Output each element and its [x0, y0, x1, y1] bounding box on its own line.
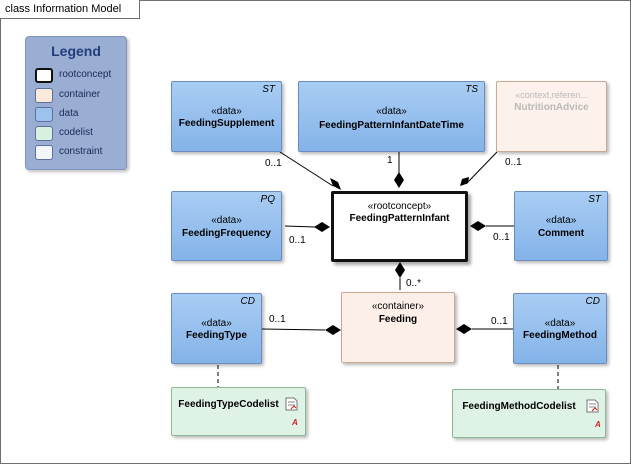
- legend: Legend rootconcept container data codeli…: [25, 36, 127, 170]
- stereotype-label: «data»: [544, 318, 576, 329]
- class-feeding-method-codelist[interactable]: FeedingMethodCodelist A: [452, 389, 606, 438]
- composition-diamond-supplement: [330, 178, 341, 190]
- class-feeding-type-codelist[interactable]: FeedingTypeCodelist A: [171, 387, 306, 436]
- class-name: FeedingPatternInfant: [349, 213, 450, 224]
- stereotype-label: «rootconcept»: [367, 201, 432, 212]
- composition-diamond-type: [325, 325, 341, 335]
- composition-diamond-datetime: [394, 172, 404, 188]
- class-feeding-pattern-infant-datetime[interactable]: TS «data» FeedingPatternInfantDateTime: [298, 81, 485, 152]
- abstract-marker: A: [292, 418, 298, 427]
- class-feeding-frequency[interactable]: PQ «data» FeedingFrequency: [171, 191, 282, 261]
- stereotype-label: «context,referen...: [515, 90, 588, 100]
- association-type: [261, 328, 326, 331]
- class-name: FeedingMethodCodelist: [462, 401, 576, 412]
- legend-label: codelist: [59, 127, 93, 138]
- class-comment[interactable]: ST «data» Comment: [514, 191, 608, 261]
- legend-label: constraint: [59, 146, 103, 157]
- class-name: NutritionAdvice: [514, 102, 589, 113]
- composition-diamond-feeding: [395, 262, 405, 278]
- multiplicity-datetime: 1: [387, 155, 393, 166]
- stereotype-label: «container»: [371, 301, 425, 312]
- class-name: FeedingTypeCodelist: [178, 399, 279, 410]
- multiplicity-type: 0..1: [269, 314, 286, 325]
- association-supplement: [279, 151, 334, 187]
- composition-diamond-comment: [470, 221, 486, 231]
- legend-swatch: [35, 88, 53, 103]
- multiplicity-nutrition: 0..1: [505, 157, 522, 168]
- stereotype-label: «data»: [201, 318, 232, 329]
- composition-diamond-nutrition: [460, 177, 469, 186]
- datatype-tag: TS: [465, 84, 478, 95]
- composition-diamond-method: [456, 324, 472, 334]
- class-name: FeedingFrequency: [182, 228, 271, 239]
- class-feeding-type[interactable]: CD «data» FeedingType: [171, 293, 262, 364]
- enumeration-icon: [285, 397, 298, 411]
- stereotype-label: «data»: [211, 106, 242, 117]
- diagram-frame-title: class Information Model: [0, 0, 141, 19]
- legend-swatch: [35, 126, 53, 141]
- stereotype-label: «data»: [211, 215, 242, 226]
- association-frequency: [284, 225, 316, 228]
- multiplicity-feeding: 0..*: [406, 278, 422, 289]
- abstract-marker: A: [595, 420, 601, 429]
- legend-label: container: [59, 89, 101, 100]
- class-name: Feeding: [378, 314, 418, 325]
- legend-swatch: [35, 145, 53, 160]
- class-feeding[interactable]: «container» Feeding: [341, 292, 455, 363]
- class-name: FeedingPatternInfantDateTime: [319, 120, 464, 131]
- multiplicity-supplement: 0..1: [265, 158, 282, 169]
- association-nutrition: [465, 151, 498, 185]
- datatype-tag: PQ: [260, 194, 275, 205]
- datatype-tag: ST: [262, 84, 275, 95]
- composition-diamond-frequency: [314, 222, 330, 232]
- stereotype-label: «data»: [545, 215, 577, 226]
- class-feeding-method[interactable]: CD «data» FeedingMethod: [513, 293, 607, 364]
- multiplicity-frequency: 0..1: [289, 235, 306, 246]
- legend-title: Legend: [51, 43, 101, 59]
- class-name: FeedingType: [186, 330, 247, 341]
- class-name: Comment: [537, 228, 585, 239]
- class-name: FeedingSupplement: [178, 118, 275, 129]
- stereotype-label: «data»: [376, 106, 407, 117]
- datatype-tag: CD: [240, 296, 255, 307]
- datatype-tag: ST: [588, 194, 601, 205]
- legend-swatch: [35, 68, 53, 83]
- legend-label: rootconcept: [59, 69, 112, 80]
- class-feeding-pattern-infant[interactable]: «rootconcept» FeedingPatternInfant: [331, 191, 468, 262]
- multiplicity-method: 0..1: [491, 316, 508, 327]
- class-nutrition-advice[interactable]: «context,referen... NutritionAdvice: [496, 81, 607, 152]
- multiplicity-comment: 0..1: [493, 232, 510, 243]
- class-feeding-supplement[interactable]: ST «data» FeedingSupplement: [171, 81, 282, 152]
- enumeration-icon: [586, 399, 599, 413]
- class-name: FeedingMethod: [523, 330, 597, 341]
- datatype-tag: CD: [585, 296, 600, 307]
- legend-label: data: [59, 108, 79, 119]
- legend-swatch: [35, 107, 53, 122]
